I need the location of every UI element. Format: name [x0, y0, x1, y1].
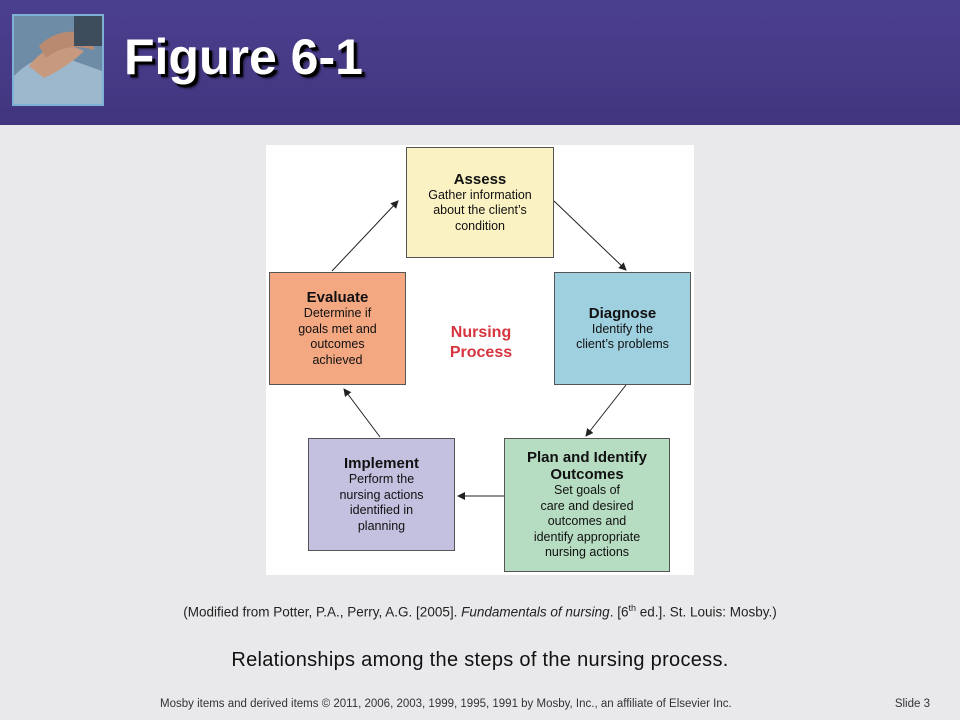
- step-diagnose-line: client’s problems: [576, 337, 669, 351]
- step-assess-title: Assess: [453, 170, 507, 188]
- citation-prefix: (Modified from Potter, P.A., Perry, A.G.…: [183, 604, 462, 620]
- citation-suffix: ed.]. St. Louis: Mosby.): [635, 604, 777, 620]
- citation-edition-sup: th: [628, 603, 636, 613]
- slide-title: Figure 6-1: [124, 29, 363, 85]
- step-assess: Assess Gather information about the clie…: [406, 147, 554, 258]
- step-diagnose-title: Diagnose: [588, 304, 657, 322]
- step-plan-title: Plan and Identify Outcomes: [526, 449, 647, 484]
- center-label-line: Nursing: [450, 324, 512, 341]
- caregiver-hands-photo-icon: [12, 14, 104, 106]
- citation-mid: . [6: [609, 604, 629, 620]
- figure-caption: Relationships among the steps of the nur…: [231, 649, 729, 671]
- step-assess-line: Gather information: [428, 187, 532, 202]
- step-assess-line: about the client’s: [433, 203, 527, 218]
- slide-number: Slide 3: [894, 698, 930, 710]
- figure-citation: (Modified from Potter, P.A., Perry, A.G.…: [0, 603, 960, 620]
- step-implement-title: Implement: [343, 455, 419, 472]
- step-implement: Implement Perform the nursing actions id…: [308, 438, 455, 551]
- arrow-evaluate-to-assess: [331, 200, 399, 272]
- citation-book-title: Fundamentals of nursing: [461, 604, 610, 620]
- step-plan-line: care and desired: [540, 498, 634, 513]
- footer-copyright: Mosby items and derived items © 2011, 20…: [160, 698, 732, 710]
- step-implement-line: nursing actions: [339, 487, 424, 502]
- step-implement-line: identified in: [349, 503, 414, 517]
- nursing-process-label: Nursing Process: [436, 323, 526, 363]
- step-evaluate-line: goals met and: [298, 321, 377, 336]
- center-label-line: Process: [449, 344, 513, 361]
- arrow-implement-to-evaluate: [343, 388, 381, 438]
- step-assess-line: condition: [454, 218, 506, 233]
- step-implement-line: Perform the: [348, 472, 415, 486]
- step-plan-line: identify appropriate: [533, 529, 641, 544]
- arrow-assess-to-diagnose: [553, 200, 627, 271]
- step-plan-line: Set goals of: [553, 483, 620, 498]
- step-plan-line: nursing actions: [544, 545, 630, 560]
- step-diagnose: Diagnose Identify the client’s problems: [554, 272, 691, 385]
- step-plan: Plan and Identify Outcomes Set goals of …: [504, 438, 670, 572]
- arrow-diagnose-to-plan: [585, 384, 627, 437]
- step-evaluate-line: outcomes: [310, 337, 365, 351]
- step-evaluate: Evaluate Determine if goals met and outc…: [269, 272, 406, 385]
- step-evaluate-title: Evaluate: [306, 289, 369, 306]
- step-diagnose-line: Identify the: [591, 321, 654, 336]
- step-evaluate-line: achieved: [312, 352, 363, 367]
- step-plan-line: outcomes and: [547, 514, 627, 529]
- nursing-process-diagram: Assess Gather information about the clie…: [266, 145, 694, 575]
- cycle-arrows: [331, 200, 627, 500]
- step-implement-line: planning: [357, 518, 406, 533]
- step-evaluate-line: Determine if: [303, 306, 372, 320]
- slide-header: Figure 6-1: [0, 0, 960, 125]
